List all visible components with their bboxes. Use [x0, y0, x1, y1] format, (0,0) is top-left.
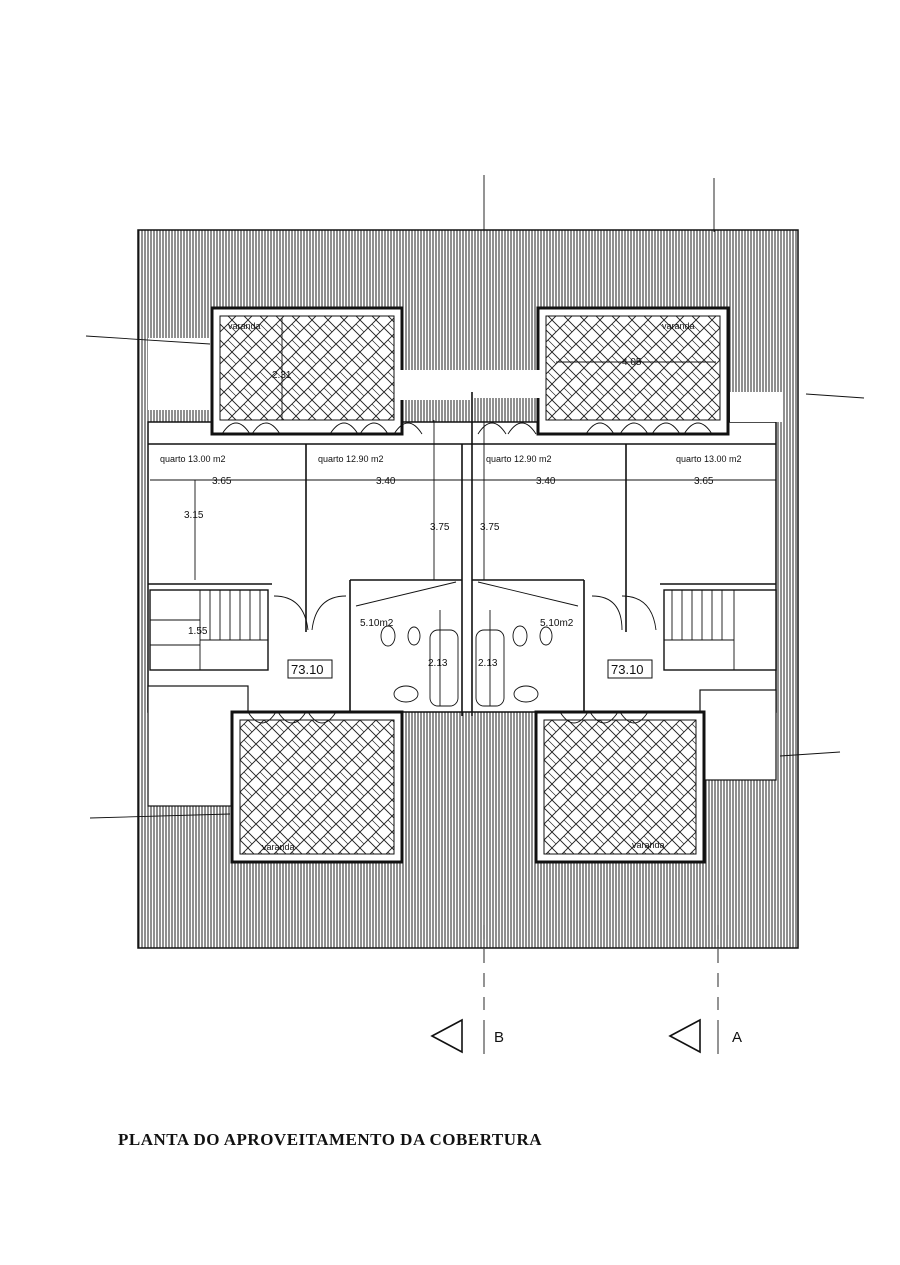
balcony-label-top-left: varanda	[228, 321, 261, 331]
unit-area-left: 73.10	[291, 662, 324, 677]
balcony-label-bottom-right: varanda	[632, 840, 665, 850]
drawing-title: PLANTA DO APROVEITAMENTO DA COBERTURA	[118, 1130, 543, 1149]
balcony-bottom-left	[230, 710, 404, 864]
dim-depth-left: 3.15	[184, 510, 204, 521]
unit-area-box-right	[607, 659, 653, 679]
dim-width-left: 3.65	[212, 476, 232, 487]
dim-depth-mid-right: 3.75	[480, 522, 500, 533]
dim-width-mid-right: 3.40	[536, 476, 556, 487]
balcony-label-top-right: varanda	[662, 321, 695, 331]
bath-area-right: 5.10m2	[540, 618, 574, 629]
section-marker-a-arrow	[668, 1018, 701, 1054]
unit-area-box-left	[287, 659, 333, 679]
section-label-a: A	[732, 1029, 742, 1046]
dim-width-mid-left: 3.40	[376, 476, 396, 487]
room-label-4: quarto 13.00 m2	[676, 454, 742, 464]
balcony-top-left	[210, 306, 472, 436]
balcony-label-bottom-left: varanda	[262, 842, 295, 852]
dim-balcony-right-width: 4.05	[622, 357, 642, 368]
unit-area-right: 73.10	[611, 662, 644, 677]
section-lines	[85, 175, 865, 1054]
bath-area-left: 5.10m2	[360, 618, 394, 629]
section-marker-b-arrow	[430, 1018, 463, 1054]
dim-balcony-left-depth: 2.31	[272, 370, 292, 381]
dim-stair-left: 1.55	[188, 626, 208, 637]
door-swings	[273, 595, 657, 631]
dim-bath-left: 2.13	[428, 658, 448, 669]
room-label-3: quarto 12.90 m2	[486, 454, 552, 464]
section-label-b: B	[494, 1029, 504, 1046]
dim-bath-right: 2.13	[478, 658, 498, 669]
balcony-bottom-right	[534, 710, 706, 864]
stair-left	[149, 589, 269, 671]
balcony-top-right	[470, 306, 730, 436]
dim-depth-mid-left: 3.75	[430, 522, 450, 533]
balcony-arches	[221, 422, 713, 724]
partition-walls	[148, 392, 776, 716]
dimension-lines	[150, 318, 776, 706]
stair-right	[663, 589, 777, 671]
room-label-2: quarto 12.90 m2	[318, 454, 384, 464]
room-label-1: quarto 13.00 m2	[160, 454, 226, 464]
dim-width-right: 3.65	[694, 476, 714, 487]
